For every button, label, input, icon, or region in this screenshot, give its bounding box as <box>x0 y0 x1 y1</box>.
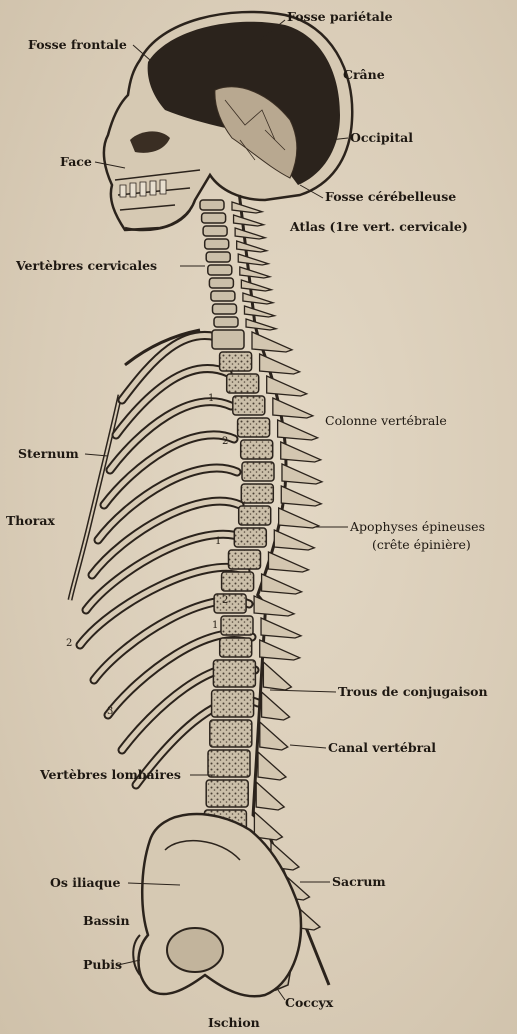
vertebra <box>220 638 252 657</box>
label-canal-vertebral: Canal vertébral <box>328 741 436 755</box>
spinous-process <box>263 662 291 690</box>
label-fosse-parietale: Fosse pariétale <box>287 10 393 24</box>
vertebra <box>212 690 254 717</box>
label-apophyses-epineuses: Apophyses épineuses <box>350 520 485 534</box>
label-crane: Crâne <box>343 68 385 82</box>
pelvis <box>133 814 301 996</box>
leader-canal-vertebral <box>290 745 326 748</box>
spinous-process <box>252 332 292 352</box>
label-fosse-frontale: Fosse frontale <box>28 38 127 52</box>
label-face: Face <box>60 155 92 169</box>
spinous-process <box>240 267 270 278</box>
label-bassin: Bassin <box>83 914 130 928</box>
spinous-process <box>279 508 319 528</box>
label-thorax: Thorax <box>6 514 55 528</box>
rib-number: 1 <box>208 393 214 404</box>
vertebra <box>239 506 271 525</box>
spinous-process <box>273 398 313 418</box>
spinous-process <box>238 254 268 265</box>
vertebra <box>227 374 259 393</box>
label-trous-de-conjugaison: Trous de conjugaison <box>338 685 488 699</box>
vertebra <box>211 291 235 301</box>
label-ischion: Ischion <box>208 1016 260 1030</box>
vertebra <box>214 317 238 327</box>
vertebra <box>202 213 226 223</box>
vertebra <box>212 330 244 349</box>
leader-trous-de-conjugaison <box>270 690 336 692</box>
spinous-process <box>262 574 302 594</box>
vertebra <box>213 660 255 687</box>
vertebra <box>200 200 224 210</box>
vertebra <box>221 616 253 635</box>
spinous-process <box>254 812 282 840</box>
spinous-process <box>260 354 300 374</box>
spinous-process <box>258 752 286 780</box>
spinous-process <box>260 640 300 660</box>
label-atlas: Atlas (1re vert. cervicale) <box>290 220 468 234</box>
spinous-process <box>246 319 276 330</box>
spinous-process <box>237 241 267 252</box>
spinous-process <box>281 486 321 506</box>
vertebra <box>208 750 250 777</box>
label-sternum: Sternum <box>18 447 79 461</box>
spinous-process <box>274 530 314 550</box>
vertebra <box>233 396 265 415</box>
spinous-process <box>278 420 318 440</box>
label-sacrum: Sacrum <box>332 875 386 889</box>
vertebra <box>214 594 246 613</box>
vertebra <box>229 550 261 569</box>
vertebra <box>208 265 232 275</box>
skull <box>104 12 352 230</box>
vertebra <box>203 226 227 236</box>
vertebra <box>220 352 252 371</box>
spinous-process <box>282 464 322 484</box>
spinous-process <box>235 228 265 239</box>
spinous-process <box>241 280 271 291</box>
rib-number: 2 <box>66 638 72 649</box>
vertebra <box>213 304 237 314</box>
label-vertebres-lombaires: Vertèbres lombaires <box>40 768 181 782</box>
vertebra <box>206 780 248 807</box>
spinous-process <box>267 376 307 396</box>
rib-number: 2 <box>222 595 228 606</box>
spinous-process <box>232 202 262 213</box>
rib-number: 3 <box>107 706 113 717</box>
vertebra <box>210 720 252 747</box>
vertebra <box>222 572 254 591</box>
spinous-process <box>244 306 274 317</box>
leader-coccyx <box>278 990 285 1000</box>
label-crete-epiniere: (crête épinière) <box>372 538 471 552</box>
label-occipital: Occipital <box>350 131 413 145</box>
spinous-process <box>262 692 290 720</box>
spinous-process <box>281 442 321 462</box>
label-coccyx: Coccyx <box>285 996 333 1010</box>
spinous-process <box>261 618 301 638</box>
vertebra <box>241 440 273 459</box>
vertebra <box>241 484 273 503</box>
label-vertebres-cervicales: Vertèbres cervicales <box>16 259 157 273</box>
vertebra <box>242 462 274 481</box>
rib-number: 1 <box>215 536 221 547</box>
label-pubis: Pubis <box>83 958 122 972</box>
spinous-process <box>260 722 288 750</box>
rib-number: 1 <box>212 620 218 631</box>
label-os-iliaque: Os iliaque <box>50 876 120 890</box>
spinous-process <box>243 293 273 304</box>
vertebra <box>209 278 233 288</box>
vertebra <box>206 252 230 262</box>
label-fosse-cerebelleuse: Fosse cérébelleuse <box>325 190 456 204</box>
spinous-process <box>256 782 284 810</box>
spinous-process <box>268 552 308 572</box>
spinous-process <box>254 596 294 616</box>
rib-number: 2 <box>222 436 228 447</box>
vertebra <box>234 528 266 547</box>
vertebra <box>205 239 229 249</box>
spinous-process <box>234 215 264 226</box>
label-colonne-vertebrale: Colonne vertébrale <box>325 414 447 428</box>
vertebra <box>238 418 270 437</box>
